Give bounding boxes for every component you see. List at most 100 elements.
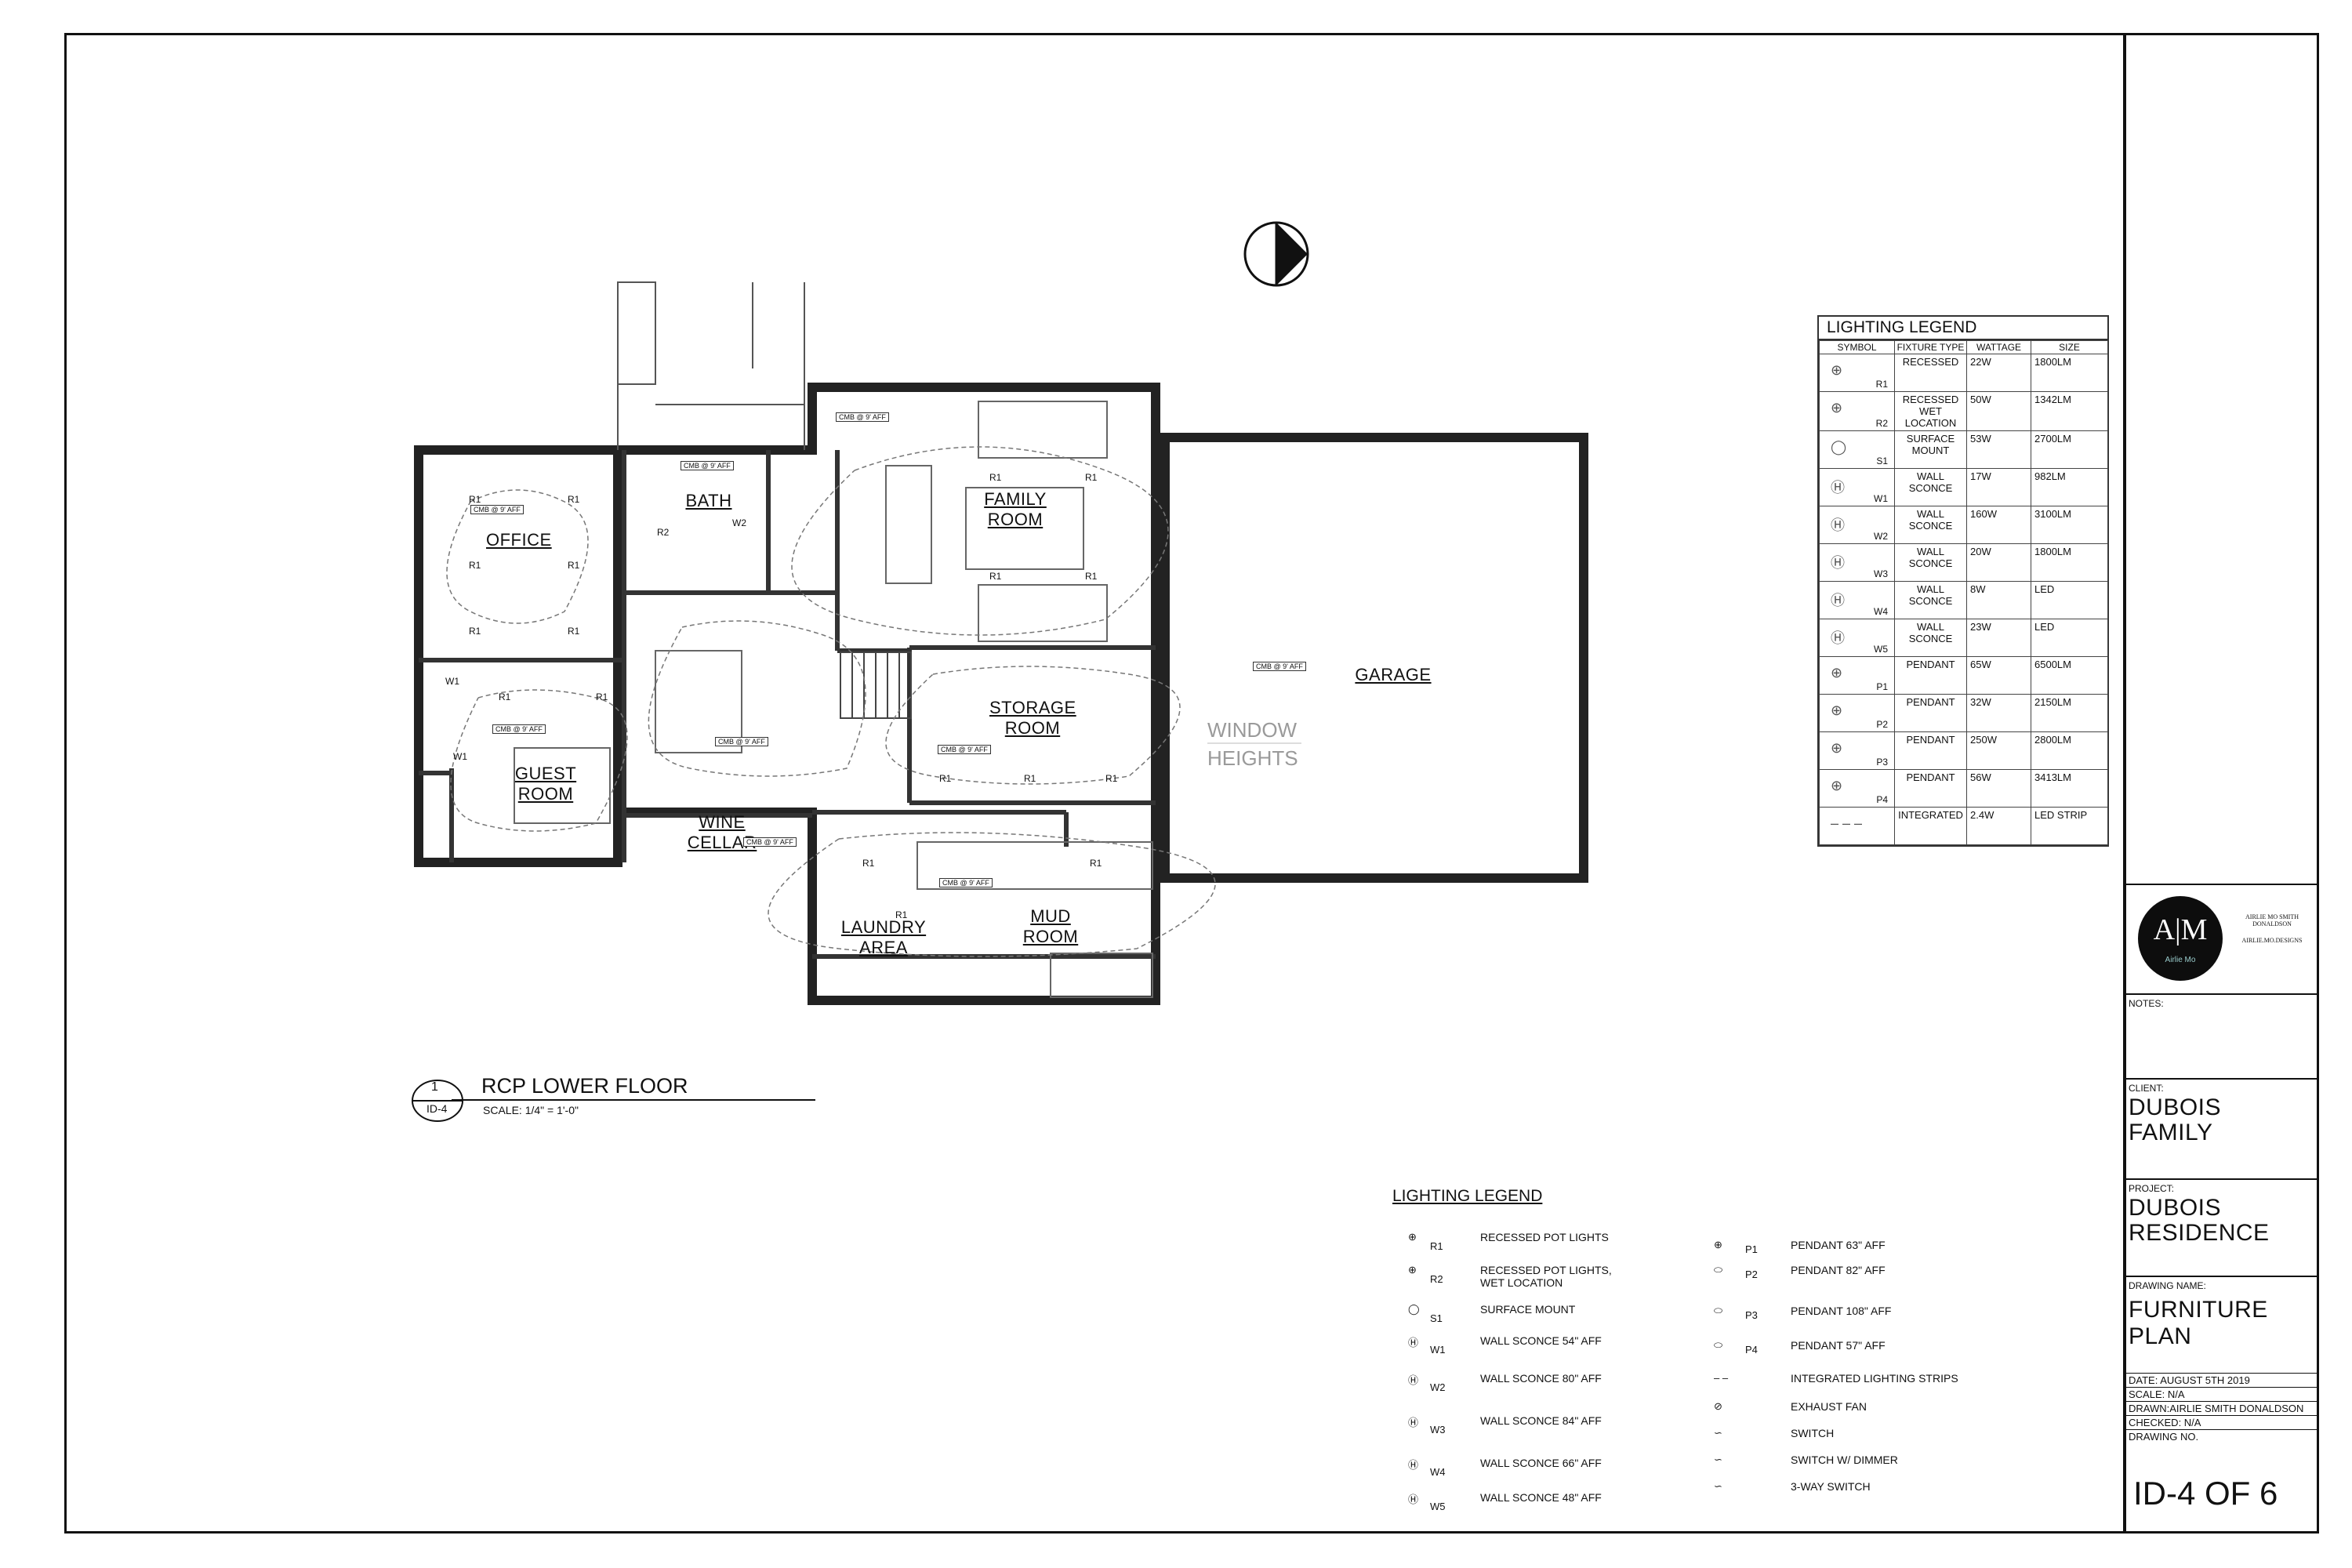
cmb-tag: CMB @ 9' AFF: [681, 461, 734, 470]
symbol-tag: P2: [1876, 719, 1888, 730]
fixture-type-cell: INTEGRATED: [1894, 807, 1967, 845]
symbol-cell: Ⓗ W5: [1819, 619, 1895, 657]
symbol-cell: ⊕R1: [1819, 354, 1895, 392]
legend-symbol-icon: ⬭: [1714, 1264, 1723, 1276]
legend-symbol-icon: ◯: [1408, 1303, 1420, 1315]
size-cell: 2150LM: [2031, 694, 2108, 732]
fixture-r1: R1: [1090, 858, 1102, 869]
legend-symbol-icon: ⊕: [1714, 1239, 1722, 1250]
symbol-tag: W2: [1874, 531, 1888, 542]
fixture-r1: R1: [895, 909, 908, 920]
size-cell: 1342LM: [2031, 391, 2108, 431]
size-cell: 1800LM: [2031, 354, 2108, 392]
wall-outline: [414, 383, 1160, 1005]
fixture-r1: R1: [1105, 773, 1118, 784]
callout-scale: SCALE: 1/4" = 1'-0": [483, 1104, 579, 1116]
fixture-symbol-icon: ⊕: [1831, 665, 1843, 681]
legend-symbol-icon: ∽: [1714, 1454, 1722, 1465]
legend-symbol-icon: ⬭: [1714, 1305, 1723, 1316]
drawn-line: DRAWN:AIRLIE SMITH DONALDSON: [2125, 1401, 2317, 1415]
logo-mark: A|M Airlie Mo: [2138, 896, 2223, 981]
fixture-r1: R1: [568, 560, 580, 571]
legend-symbol-icon: ⊕: [1408, 1231, 1417, 1243]
fixture-type-cell: WALL SCONCE: [1894, 619, 1967, 657]
fixture-r1: R1: [1085, 571, 1098, 582]
cmb-tag: CMB @ 9' AFF: [470, 505, 524, 514]
fixture-r1: R1: [469, 494, 481, 505]
logo-letters: A|M: [2153, 913, 2208, 946]
cmb-tag: CMB @ 9' AFF: [1253, 662, 1306, 671]
wattage-cell: 250W: [1966, 731, 2031, 770]
legend-symbol-icon: ∽: [1714, 1480, 1722, 1492]
north-arrow-icon: [1243, 221, 1309, 287]
legend-symbol-icon: ∽: [1714, 1427, 1722, 1439]
date-line: DATE: AUGUST 5TH 2019: [2125, 1373, 2317, 1387]
fixture-w2: W2: [732, 517, 746, 528]
legend-label: PENDANT 82" AFF: [1791, 1264, 1886, 1276]
fixture-type-cell: WALL SCONCE: [1894, 468, 1967, 506]
fixture-w1: W1: [453, 751, 467, 762]
legend-label: WALL SCONCE 54" AFF: [1480, 1334, 1602, 1347]
fixture-r2: R2: [657, 527, 670, 538]
col-header-type: FIXTURE TYPE: [1894, 340, 1967, 354]
fixture-symbol-icon: ◯: [1831, 439, 1847, 455]
legend-tag: P2: [1745, 1269, 1758, 1280]
legend-symbol-icon: Ⓗ: [1408, 1337, 1419, 1348]
fixture-type-cell: PENDANT: [1894, 769, 1967, 808]
drawing-no: ID-4 OF 6: [2133, 1475, 2278, 1512]
cmb-tag: CMB @ 9' AFF: [939, 878, 993, 887]
legend-symbol-icon: Ⓗ: [1408, 1494, 1419, 1505]
legend-symbol-icon: ⊕: [1408, 1264, 1417, 1276]
wattage-cell: 8W: [1966, 581, 2031, 619]
fixture-symbol-icon: ⊕: [1831, 362, 1843, 378]
cmb-tag: CMB @ 9' AFF: [938, 745, 991, 754]
legend-symbol-icon: – –: [1714, 1372, 1729, 1384]
drawing-name-label: DRAWING NAME:: [2129, 1280, 2206, 1291]
logo-sub: Airlie Mo: [2165, 956, 2196, 964]
wattage-cell: 65W: [1966, 656, 2031, 695]
legend-label: WALL SCONCE 84" AFF: [1480, 1414, 1602, 1427]
fixture-r1: R1: [989, 472, 1002, 483]
fixture-r1: R1: [469, 560, 481, 571]
checked-line: CHECKED: N/A: [2125, 1415, 2317, 1429]
symbol-cell: ⊕R2: [1819, 391, 1895, 431]
wattage-cell: 53W: [1966, 430, 2031, 469]
fixture-r1: R1: [596, 691, 608, 702]
symbol-tag: W5: [1874, 644, 1888, 655]
wattage-cell: 50W: [1966, 391, 2031, 431]
fixture-type-cell: RECESSED: [1894, 354, 1967, 392]
floor-plan: WINDOW HEIGHTS: [414, 221, 1588, 1005]
project-name-2: RESIDENCE: [2129, 1220, 2270, 1246]
symbol-cell: ◯S1: [1819, 430, 1895, 469]
interior-walls: [419, 450, 1156, 959]
symbol-cell: ⊕P1: [1819, 656, 1895, 695]
drawing-name-panel: DRAWING NAME: FURNITURE PLAN: [2125, 1276, 2317, 1377]
cmb-tag: CMB @ 9' AFF: [492, 724, 546, 734]
garage-walls: [1160, 433, 1588, 883]
fixture-symbol-icon: Ⓗ: [1831, 555, 1845, 571]
legend-label: WALL SCONCE 66" AFF: [1480, 1457, 1602, 1469]
fixture-symbol-icon: Ⓗ: [1831, 630, 1845, 646]
size-cell: 3100LM: [2031, 506, 2108, 544]
size-cell: LED STRIP: [2031, 807, 2108, 845]
legend-label: RECESSED POT LIGHTS, WET LOCATION: [1480, 1264, 1612, 1289]
legend-label: PENDANT 63" AFF: [1791, 1239, 1886, 1251]
cmb-tag: CMB @ 9' AFF: [715, 737, 768, 746]
project-name-1: DUBOIS: [2129, 1195, 2222, 1221]
fixture-symbol-icon: Ⓗ: [1831, 480, 1845, 495]
callout-underline: [452, 1099, 815, 1101]
size-cell: LED: [2031, 581, 2108, 619]
